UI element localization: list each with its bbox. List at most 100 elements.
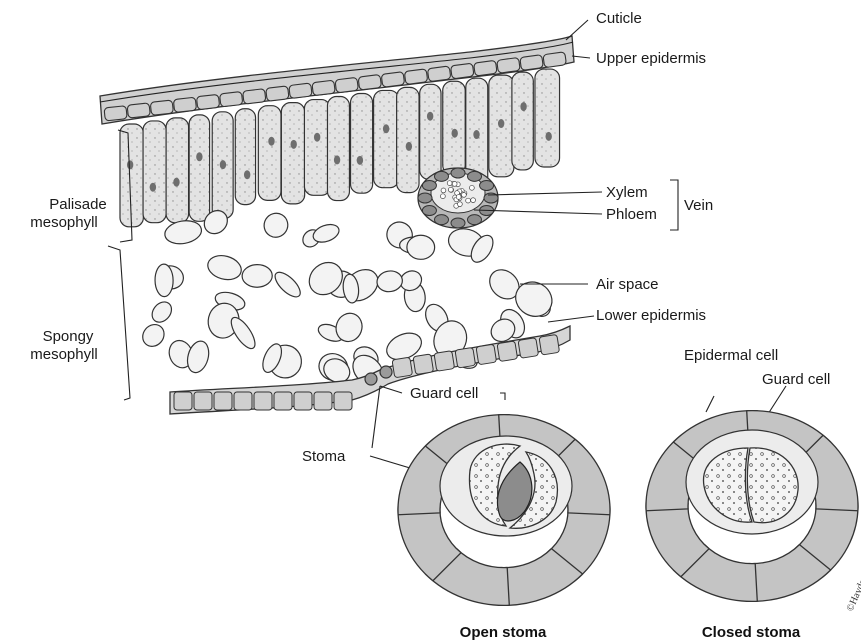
- label-palisade-line2: mesophyll: [30, 214, 98, 231]
- label-palisade-line1: Palisade: [49, 196, 107, 213]
- palisade-cell: [535, 69, 560, 167]
- upper-epidermis-cell: [196, 94, 219, 109]
- label-lower-epidermis: Lower epidermis: [596, 307, 706, 324]
- label-stoma: Stoma: [302, 448, 346, 465]
- label-spongy-line1: Spongy: [43, 328, 94, 345]
- spongy-cells: [138, 206, 558, 392]
- lower-epidermis-cell: [274, 392, 292, 410]
- upper-epidermis-cell: [474, 60, 498, 76]
- palisade-nucleus: [150, 183, 156, 192]
- lower-epidermis-cell: [434, 351, 455, 372]
- vein-bundle: [418, 168, 498, 228]
- xylem-vessel: [461, 192, 466, 197]
- leaf-cross-section: [100, 36, 574, 414]
- lower-epidermis-cell: [455, 347, 476, 368]
- upper-epidermis-cell: [104, 106, 127, 121]
- upper-epidermis-cell: [243, 89, 266, 104]
- cross-section-guard-cell-left: [365, 373, 377, 385]
- palisade-cell: [189, 115, 209, 221]
- lower-epidermis-cell: [392, 357, 413, 378]
- phloem-cell: [422, 206, 436, 216]
- label-guard-cell-open: Guard cell: [410, 385, 478, 402]
- xylem-vessel: [469, 185, 474, 190]
- palisade-nucleus: [196, 152, 202, 161]
- vein-bracket: [670, 180, 678, 230]
- upper-epidermis-cell: [150, 100, 173, 115]
- upper-epidermis-cell: [220, 92, 243, 107]
- palisade-cell: [327, 97, 349, 201]
- phloem-cell: [451, 218, 465, 228]
- spongy-cell: [205, 252, 244, 283]
- cross-section-guard-cell-right: [380, 366, 392, 378]
- palisade-nucleus: [127, 160, 133, 169]
- palisade-nucleus: [520, 102, 526, 111]
- spongy-bracket: [108, 246, 130, 400]
- xylem-vessel: [441, 188, 446, 193]
- upper-epidermis-cell: [358, 74, 381, 90]
- lower-epidermis-cell: [497, 341, 518, 362]
- spongy-cell: [407, 235, 435, 259]
- xylem-vessel: [448, 187, 453, 192]
- phloem-cell: [451, 168, 465, 178]
- lower-epidermis-cell: [413, 354, 434, 375]
- palisade-cell: [143, 121, 166, 223]
- guard-cell-bracket: [500, 393, 505, 400]
- label-epidermal-cell: Epidermal cell: [684, 347, 778, 364]
- palisade-cell: [397, 87, 419, 192]
- lower-epidermis-cell: [234, 392, 252, 410]
- lower-epidermis-cell: [174, 392, 192, 410]
- lower-epidermis-cell: [476, 344, 497, 365]
- label-phloem: Phloem: [606, 206, 657, 223]
- lower-epidermis-cell: [518, 338, 539, 359]
- label-xylem: Xylem: [606, 184, 648, 201]
- palisade-nucleus: [383, 124, 389, 133]
- phloem-cell: [480, 181, 494, 191]
- lower-epidermis-cell: [294, 392, 312, 410]
- lower-epidermis-cell: [194, 392, 212, 410]
- phloem-cell: [418, 193, 432, 203]
- upper-epidermis-cell: [427, 66, 450, 82]
- label-spongy-line2: mesophyll: [30, 346, 98, 363]
- palisade-nucleus: [451, 129, 457, 138]
- spongy-cell: [148, 298, 175, 326]
- palisade-cell: [166, 118, 188, 223]
- xylem-vessel: [447, 181, 452, 186]
- label-vein: Vein: [684, 197, 713, 214]
- upper-epidermis-cell: [266, 86, 289, 101]
- label-cuticle: Cuticle: [596, 10, 642, 27]
- lower-epidermis-cell: [314, 392, 332, 410]
- upper-epidermis-cell: [451, 63, 475, 79]
- palisade-cell: [512, 72, 533, 170]
- upper-epidermis-cell: [335, 77, 358, 93]
- xylem-vessel: [457, 202, 462, 207]
- upper-epidermis-cell: [497, 57, 521, 73]
- palisade-cell: [374, 90, 399, 187]
- phloem-cell: [435, 171, 449, 181]
- spongy-cell: [242, 264, 273, 287]
- palisade-nucleus: [173, 178, 179, 187]
- palisade-nucleus: [473, 130, 479, 139]
- palisade-nucleus: [357, 156, 363, 165]
- upper-epidermis-cell: [381, 72, 404, 88]
- label-upper-epidermis: Upper epidermis: [596, 50, 706, 67]
- palisade-nucleus: [244, 170, 250, 179]
- palisade-nucleus: [314, 133, 320, 142]
- lower-epidermis-cell: [254, 392, 272, 410]
- spongy-cell: [163, 218, 203, 246]
- palisade-cell: [120, 124, 143, 227]
- phloem-cell: [422, 181, 436, 191]
- lower-epidermis-cell: [539, 334, 560, 355]
- spongy-cell: [138, 320, 168, 350]
- label-air-space: Air space: [596, 276, 659, 293]
- xylem-vessel: [440, 194, 445, 199]
- xylem-vessel: [452, 182, 457, 187]
- spongy-cell: [155, 264, 174, 297]
- lower-epidermis-cell: [214, 392, 232, 410]
- upper-epidermis-cell: [520, 55, 544, 71]
- closed-stoma-surface-view: [646, 411, 858, 602]
- spongy-cell: [375, 269, 403, 293]
- caption-open-stoma: Open stoma: [460, 624, 547, 641]
- upper-epidermis-cell: [404, 69, 427, 85]
- palisade-nucleus: [268, 137, 274, 146]
